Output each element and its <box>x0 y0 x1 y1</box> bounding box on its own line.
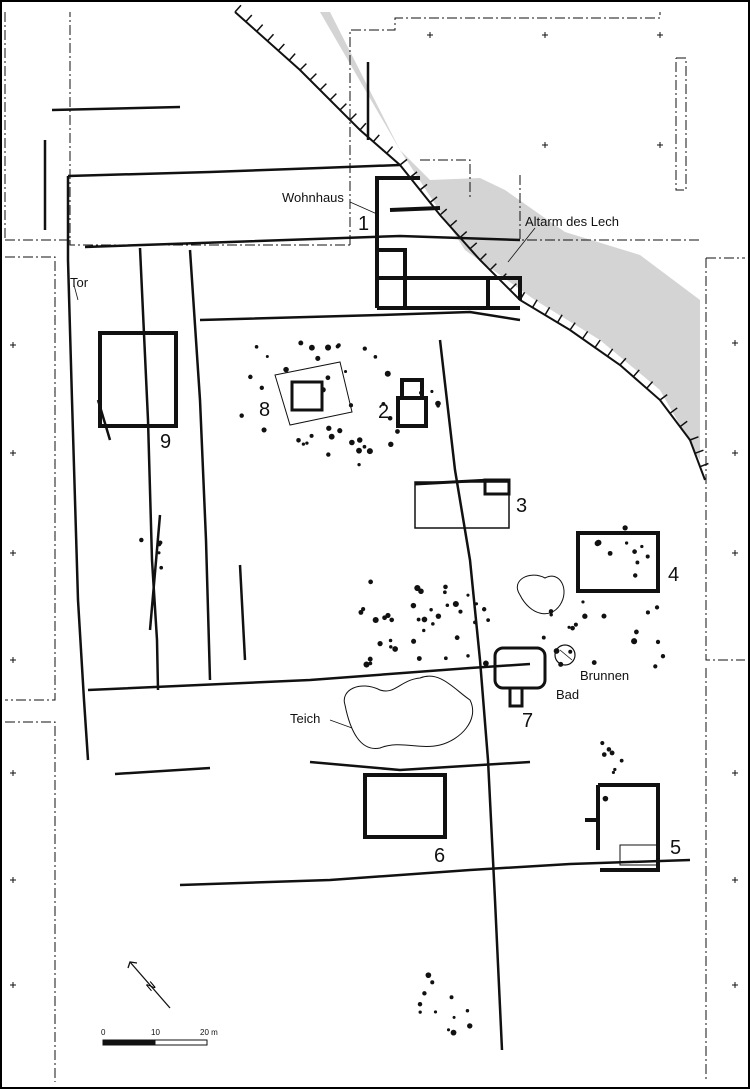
building-number-3: 3 <box>516 495 528 517</box>
north-arrow-icon <box>127 961 171 1009</box>
building-number-6: 6 <box>434 845 446 867</box>
building-6 <box>363 773 447 839</box>
grid-crosses <box>10 32 738 988</box>
building-number-2: 2 <box>378 401 390 423</box>
building-number-4: 4 <box>668 564 680 586</box>
river-bank-ticks <box>234 4 709 468</box>
excavation-boundary <box>4 12 745 1082</box>
building-5 <box>585 783 660 872</box>
label-bad: Bad <box>556 687 580 702</box>
building-1 <box>375 176 522 310</box>
label-teich: Teich <box>290 711 321 726</box>
scale-bar <box>102 1039 208 1046</box>
river-grey <box>272 12 700 460</box>
building-4 <box>576 531 660 593</box>
label-brunnen: Brunnen <box>580 668 630 683</box>
scale-tick-20: 20 m <box>200 1028 218 1037</box>
building-8 <box>274 361 353 426</box>
building-3 <box>414 478 511 529</box>
building-number-7: 7 <box>522 710 534 732</box>
label-altarm: Altarm des Lech <box>525 214 619 229</box>
building-number-9: 9 <box>160 431 172 453</box>
building-2 <box>396 378 428 428</box>
scale-tick-0: 0 <box>101 1028 106 1037</box>
label-tor: Tor <box>70 275 89 290</box>
building-number-5: 5 <box>670 837 682 859</box>
label-wohnhaus: Wohnhaus <box>282 190 344 205</box>
leader-lines <box>73 201 573 729</box>
scale-tick-10: 10 <box>151 1028 160 1037</box>
building-number-1: 1 <box>358 213 370 235</box>
building-number-8: 8 <box>259 399 271 421</box>
building-9 <box>98 331 178 428</box>
building-7 <box>493 644 576 708</box>
mound-outline <box>517 574 565 615</box>
teich-outline <box>343 675 474 749</box>
postholes <box>139 340 666 1036</box>
